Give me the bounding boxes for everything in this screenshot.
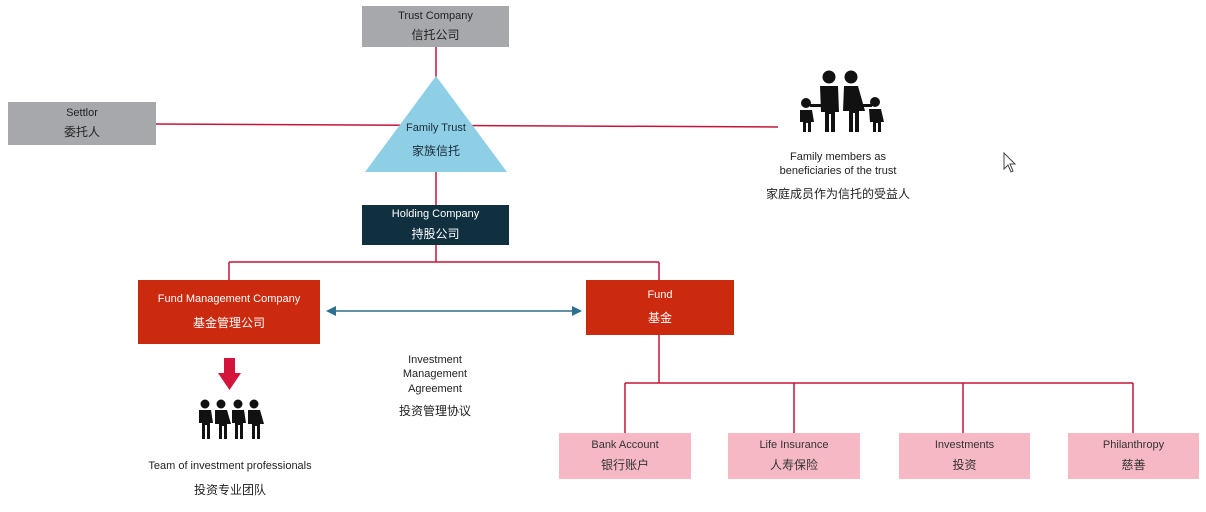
family-trust-label: Family Trust 家族信托	[376, 122, 496, 159]
agreement-zh: 投资管理协议	[398, 403, 471, 418]
fund-management-company-en: Fund Management Company	[157, 293, 301, 306]
agreement-label: Investment Management Agreement 投资管理协议	[380, 353, 490, 419]
life-insurance-zh: 人寿保险	[769, 458, 818, 473]
settlor-en: Settlor	[66, 107, 98, 120]
bank-account-zh: 银行账户	[600, 458, 649, 473]
fund-management-company-zh: 基金管理公司	[192, 315, 265, 330]
double-arrow-icon	[326, 306, 582, 316]
mouse-pointer-icon	[1003, 152, 1017, 173]
fund-management-company-box: Fund Management Company 基金管理公司	[138, 280, 320, 344]
philanthropy-box: Philanthropy 慈善	[1068, 433, 1199, 479]
down-arrow-icon	[218, 358, 241, 390]
team-en: Team of investment professionals	[148, 460, 312, 472]
life-insurance-en: Life Insurance	[759, 438, 829, 451]
fund-box: Fund 基金	[586, 280, 734, 335]
holding-company-en: Holding Company	[391, 208, 480, 221]
philanthropy-en: Philanthropy	[1102, 438, 1165, 451]
team-zh: 投资专业团队	[193, 483, 266, 498]
trust-company-box: Trust Company 信托公司	[362, 6, 509, 47]
agreement-en-line1: Investment	[408, 354, 462, 366]
settlor-box: Settlor 委托人	[8, 102, 156, 145]
holding-company-box: Holding Company 持股公司	[362, 205, 509, 245]
life-insurance-box: Life Insurance 人寿保险	[728, 433, 860, 479]
fund-en: Fund	[647, 289, 673, 302]
family-trust-en: Family Trust	[406, 122, 466, 134]
agreement-en-line3: Agreement	[408, 382, 462, 395]
holding-company-zh: 持股公司	[411, 226, 460, 241]
settlor-zh: 委托人	[63, 124, 100, 139]
family-members-en-line1: Family members as	[790, 151, 886, 163]
bank-account-box: Bank Account 银行账户	[559, 433, 691, 479]
trust-company-en: Trust Company	[398, 10, 473, 23]
investments-box: Investments 投资	[899, 433, 1030, 479]
fund-zh: 基金	[647, 310, 672, 325]
family-members-zh: 家庭成员作为信托的受益人	[765, 186, 910, 201]
bank-account-en: Bank Account	[591, 438, 659, 451]
family-trust-triangle	[365, 76, 507, 172]
philanthropy-zh: 慈善	[1121, 458, 1146, 473]
investments-zh: 投资	[952, 458, 977, 473]
investments-en: Investments	[934, 438, 995, 451]
trust-company-zh: 信托公司	[411, 27, 460, 42]
agreement-en-line2: Management	[402, 368, 468, 381]
team-label: Team of investment professionals 投资专业团队	[124, 459, 336, 498]
family-members-en-line2: beneficiaries of the trust	[779, 165, 897, 178]
family-members-label: Family members as beneficiaries of the t…	[748, 150, 928, 202]
family-icon	[800, 70, 884, 132]
team-icon	[199, 399, 264, 439]
family-trust-zh: 家族信托	[411, 144, 460, 158]
